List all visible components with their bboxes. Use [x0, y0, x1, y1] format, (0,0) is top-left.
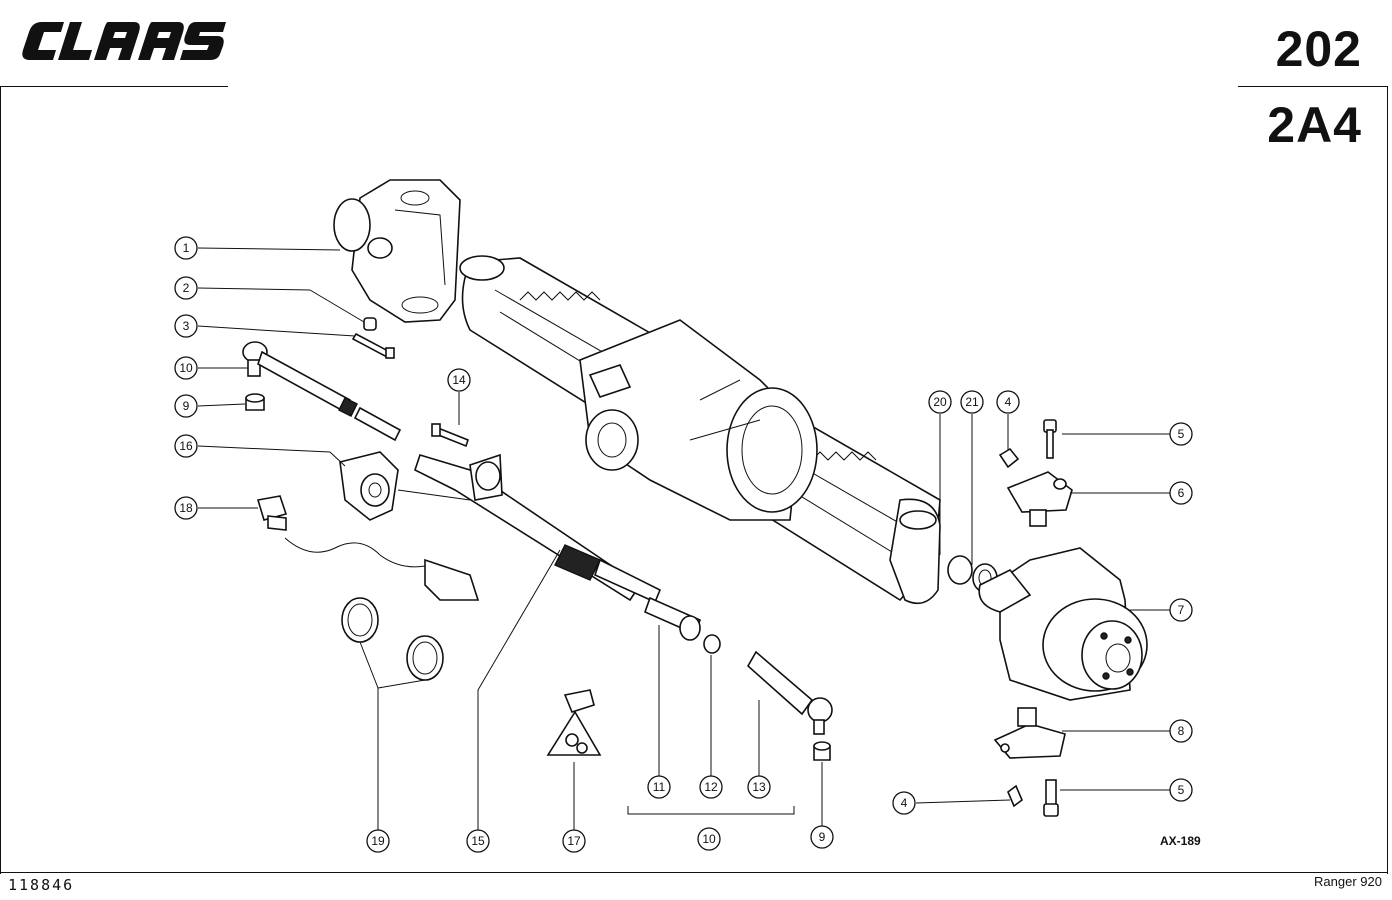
callout-8: 8	[1169, 719, 1193, 743]
tie-rod-end-left	[242, 341, 402, 442]
callout-2: 2	[174, 276, 198, 300]
tie-rod-tube-13	[746, 650, 833, 735]
callout-4-upper: 4	[996, 390, 1020, 414]
callout-12: 12	[699, 775, 723, 799]
callout-20: 20	[928, 390, 952, 414]
svg-text:9: 9	[819, 830, 826, 844]
nut-part-9-right	[813, 741, 831, 761]
header-rule-left	[0, 86, 228, 87]
callout-15: 15	[466, 829, 490, 853]
svg-text:5: 5	[1178, 427, 1185, 441]
bolt-part-14	[431, 423, 469, 448]
bolt-5-lower	[1043, 779, 1059, 817]
king-pin-cap-6	[1006, 471, 1073, 527]
frame-left	[0, 86, 1, 874]
callout-13: 13	[747, 775, 771, 799]
hose-clamps-19	[341, 597, 444, 681]
svg-text:12: 12	[704, 780, 718, 794]
svg-text:13: 13	[752, 780, 766, 794]
callout-5-lower: 5	[1169, 778, 1193, 802]
svg-text:3: 3	[183, 319, 190, 333]
sheet-number: 202	[1275, 21, 1362, 77]
diagram-reference: AX-189	[1160, 834, 1201, 848]
sensor-part-18	[256, 495, 480, 601]
callout-14: 14	[447, 368, 471, 392]
svg-text:5: 5	[1178, 783, 1185, 797]
callout-4-lower: 4	[892, 791, 916, 815]
svg-text:16: 16	[179, 439, 193, 453]
callout-7: 7	[1169, 598, 1193, 622]
callout-1: 1	[174, 236, 198, 260]
grease-nipple-4-upper	[998, 447, 1020, 469]
right-steering-knuckle-7	[978, 547, 1148, 701]
frame-bottom	[0, 872, 1388, 873]
cylinder-bracket-16	[339, 451, 399, 521]
svg-text:9: 9	[183, 399, 190, 413]
svg-text:10: 10	[702, 832, 716, 846]
svg-text:2: 2	[183, 281, 190, 295]
svg-text:18: 18	[179, 501, 193, 515]
inner-ball-joint-11	[643, 596, 702, 641]
svg-text:21: 21	[965, 395, 979, 409]
svg-text:15: 15	[471, 834, 485, 848]
group-code: 2A4	[1267, 97, 1362, 153]
svg-text:8: 8	[1178, 724, 1185, 738]
grease-kit-17	[546, 689, 602, 756]
svg-text:1: 1	[183, 241, 190, 255]
bolt-part-3	[351, 332, 395, 359]
callout-10-left: 10	[174, 356, 198, 380]
svg-text:20: 20	[933, 395, 947, 409]
svg-text:10: 10	[179, 361, 193, 375]
callout-10-group: 10	[697, 827, 721, 851]
leader-lines	[197, 247, 1170, 840]
nut-part-2	[363, 317, 377, 331]
model-name: Ranger 920	[1314, 874, 1382, 889]
king-pin-cap-8	[993, 707, 1066, 759]
grease-nipple-4-lower	[1007, 784, 1023, 808]
catalog-number: 118846	[8, 876, 75, 894]
callout-6: 6	[1169, 481, 1193, 505]
svg-text:4: 4	[901, 796, 908, 810]
callout-21: 21	[960, 390, 984, 414]
axle-housing	[459, 255, 941, 605]
svg-text:19: 19	[371, 834, 385, 848]
svg-text:14: 14	[452, 373, 466, 387]
bushing-20	[947, 555, 973, 585]
svg-text:11: 11	[653, 780, 666, 794]
left-steering-knuckle	[333, 179, 461, 323]
header-rule-right	[1238, 86, 1388, 87]
callout-16: 16	[174, 434, 198, 458]
callout-9-left: 9	[174, 394, 198, 418]
callout-11: 11	[647, 775, 671, 799]
callout-5-upper: 5	[1169, 422, 1193, 446]
callout-3: 3	[174, 314, 198, 338]
frame-right	[1387, 86, 1388, 874]
svg-text:6: 6	[1178, 486, 1185, 500]
bolt-5-upper	[1043, 419, 1057, 459]
svg-text:17: 17	[567, 834, 581, 848]
svg-text:4: 4	[1005, 395, 1012, 409]
callout-19: 19	[366, 829, 390, 853]
callout-9-right: 9	[810, 825, 834, 849]
steering-cylinder-15	[414, 453, 662, 604]
jam-nut-12	[703, 634, 721, 654]
exploded-axle-drawing: 1 2 3 10 9 16 18 19 15 17 11 12 13 10 9 …	[174, 179, 1193, 853]
callout-17: 17	[562, 829, 586, 853]
callout-18: 18	[174, 496, 198, 520]
claas-logo	[22, 22, 226, 60]
svg-text:7: 7	[1178, 603, 1185, 617]
nut-part-9-left	[245, 393, 265, 411]
